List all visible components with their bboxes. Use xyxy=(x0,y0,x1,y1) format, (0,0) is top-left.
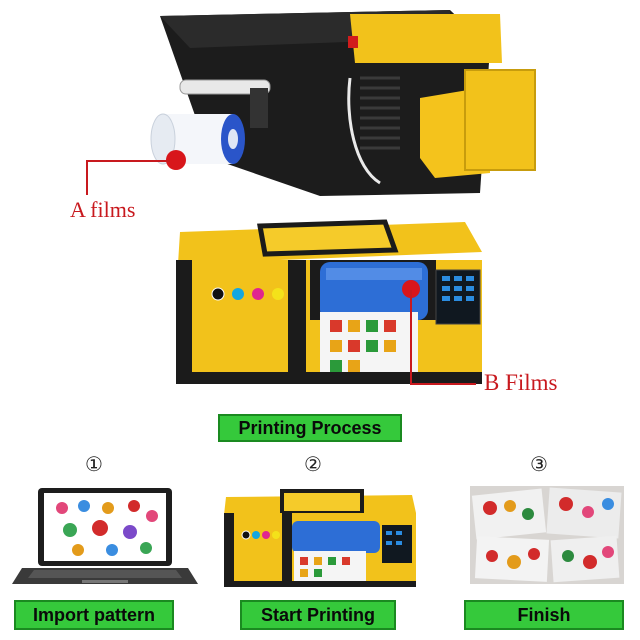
step-2-number: ② xyxy=(304,452,322,476)
b-films-marker-line-vertical xyxy=(410,290,412,384)
printing-process-title: Printing Process xyxy=(218,414,402,442)
step-1-number: ① xyxy=(85,452,103,476)
b-films-marker-line xyxy=(410,383,476,385)
finish-label: Finish xyxy=(464,600,624,630)
start-printing-label: Start Printing xyxy=(240,600,396,630)
uv-dtf-printer xyxy=(170,212,488,387)
laptop-image xyxy=(12,486,198,590)
b-films-marker-dot xyxy=(402,280,420,298)
a-films-marker-dot xyxy=(166,150,186,170)
import-pattern-label: Import pattern xyxy=(14,600,174,630)
film-roll-a xyxy=(145,108,255,168)
step-3-number: ③ xyxy=(530,452,548,476)
a-films-marker-line xyxy=(86,160,170,162)
b-films-label: B Films xyxy=(484,370,558,395)
finished-stickers-image xyxy=(470,486,624,584)
printer-image xyxy=(222,485,418,589)
powder-shaker-machine xyxy=(150,8,540,198)
a-films-marker-line-vertical xyxy=(86,160,88,195)
a-films-label: A films xyxy=(70,197,136,222)
